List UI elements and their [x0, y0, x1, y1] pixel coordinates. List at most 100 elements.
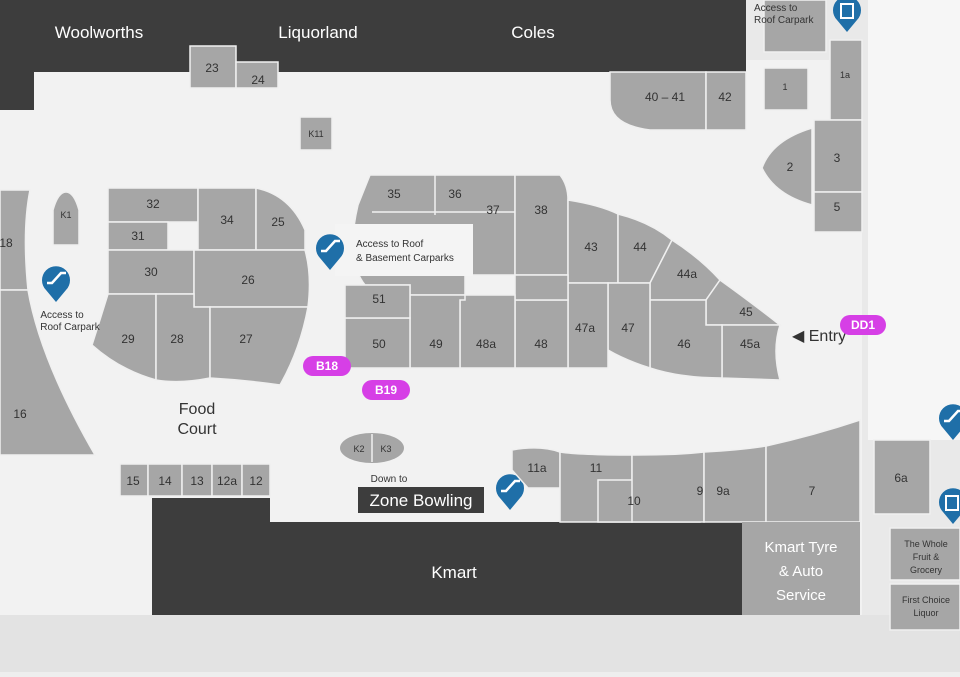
car-park-edge: [0, 615, 960, 672]
whole-fruit-line3: Grocery: [910, 565, 943, 575]
shop-49-label: 49: [429, 337, 443, 351]
shop-38-label: 38: [534, 203, 548, 217]
food-court-line1: Food: [179, 401, 215, 418]
shop-48-upper[interactable]: [514, 274, 569, 301]
shop-1-label: 1: [782, 82, 787, 92]
escalator-pin-centre[interactable]: [316, 234, 345, 270]
shop-15[interactable]: [119, 463, 149, 497]
shop-38[interactable]: [514, 174, 569, 276]
shop-9a[interactable]: [703, 445, 767, 523]
shop-14[interactable]: [147, 463, 183, 497]
badge-dd1[interactable]: DD1: [840, 315, 886, 335]
shop-7[interactable]: [765, 418, 861, 523]
shop-42[interactable]: [705, 71, 747, 131]
shop-1a[interactable]: [829, 39, 863, 121]
shop-2[interactable]: [761, 126, 813, 206]
shop-28[interactable]: [155, 293, 211, 383]
shop-16-label: 16: [13, 407, 27, 421]
kiosk-k2-k3[interactable]: [340, 433, 404, 463]
woolworths-label: Woolworths: [55, 23, 144, 42]
shop-11a[interactable]: [511, 447, 561, 489]
shop-12a-label: 12a: [217, 474, 237, 488]
shop-13-label: 13: [190, 474, 204, 488]
shop-36-label: 36: [448, 187, 462, 201]
escalator-pin-right[interactable]: [939, 404, 960, 440]
kiosk-k11[interactable]: [299, 116, 333, 151]
shop-5[interactable]: [813, 191, 863, 233]
shop-25-label: 25: [271, 215, 285, 229]
badge-b19-label: B19: [375, 383, 397, 397]
shop-11-label: 11: [590, 461, 603, 475]
whole-fruit-line2: Fruit &: [913, 552, 940, 562]
escalator-icon: [321, 239, 340, 253]
shop-12[interactable]: [241, 463, 271, 497]
shop-34-label: 34: [220, 213, 234, 227]
escalator-pin-bowling-marker: [496, 474, 524, 510]
access-roof-basement-line1: Access to Roof: [356, 239, 423, 250]
shop-1[interactable]: [763, 67, 809, 111]
kmart-tyre-line3: Service: [776, 587, 826, 604]
badge-dd1-pill: [840, 315, 886, 335]
shop-23[interactable]: [189, 45, 237, 89]
kmart-tyre-auto[interactable]: [742, 522, 860, 615]
liquorland-label: Liquorland: [278, 23, 357, 42]
shop-48[interactable]: [514, 299, 569, 369]
badge-b18-pill: [303, 356, 351, 376]
badge-b18[interactable]: B18: [303, 356, 351, 376]
shop-24-label: 24: [251, 73, 265, 87]
zone-bowling-label: Zone Bowling: [369, 491, 472, 510]
shop-25[interactable]: [255, 187, 306, 251]
shop-31-label: 31: [131, 229, 145, 243]
shop-34[interactable]: [197, 187, 257, 251]
escalator-icon: [47, 271, 66, 285]
shop-31[interactable]: [107, 221, 169, 251]
escalator-pin-left[interactable]: [42, 266, 70, 302]
shop-27[interactable]: [209, 306, 309, 386]
parking-pin-top[interactable]: [833, 0, 861, 32]
first-choice-liquor[interactable]: [889, 583, 960, 631]
kiosk-k1[interactable]: [52, 191, 80, 246]
shop-45a-label: 45a: [740, 337, 760, 351]
shop-9[interactable]: [631, 451, 705, 523]
shop-47a-label: 47a: [575, 321, 595, 335]
shop-37-label: 37: [486, 203, 500, 217]
shop-40-41[interactable]: [609, 71, 707, 131]
parking-icon: [840, 3, 854, 19]
badge-b19-pill: [362, 380, 410, 400]
shop-6a[interactable]: [873, 439, 931, 515]
kmart-tyre-line2: & Auto: [779, 563, 823, 580]
shop-14-label: 14: [158, 474, 172, 488]
shop-47[interactable]: [607, 282, 651, 370]
shop-48a[interactable]: [459, 294, 516, 369]
shop-51[interactable]: [344, 284, 411, 319]
shop-18-label: 18: [0, 236, 13, 250]
shop-50-label: 50: [372, 337, 386, 351]
shop-32-label: 32: [146, 197, 160, 211]
shop-29[interactable]: [91, 293, 157, 381]
shop-51-label: 51: [372, 292, 386, 306]
whole-fruit-grocery[interactable]: [889, 527, 960, 581]
parking-pin-right[interactable]: [939, 488, 960, 524]
shop-46-label: 46: [677, 337, 691, 351]
shop-10-label: 10: [627, 494, 641, 508]
shop-11a-label: 11a: [527, 461, 546, 475]
shop-45a[interactable]: [721, 324, 782, 381]
shop-49[interactable]: [409, 294, 466, 369]
shop-1a-label: 1a: [840, 70, 850, 80]
badge-b19[interactable]: B19: [362, 380, 410, 400]
zone-bowling-sign[interactable]: [358, 487, 484, 513]
first-choice-line1: First Choice: [902, 595, 950, 605]
escalator-pin-centre-marker: [316, 234, 345, 270]
parking-pin-right-marker: [939, 488, 960, 524]
shop-3[interactable]: [813, 119, 863, 193]
shop-32[interactable]: [107, 187, 199, 223]
escalator-pin-bowling[interactable]: [496, 474, 524, 510]
anchor-kmart[interactable]: [152, 498, 742, 615]
shop-16[interactable]: [0, 289, 97, 456]
outer-walkway: [868, 0, 960, 440]
shop-46[interactable]: [649, 299, 723, 379]
shop-47-label: 47: [621, 321, 635, 335]
shop-24[interactable]: [235, 61, 279, 89]
shop-28-label: 28: [170, 332, 184, 346]
